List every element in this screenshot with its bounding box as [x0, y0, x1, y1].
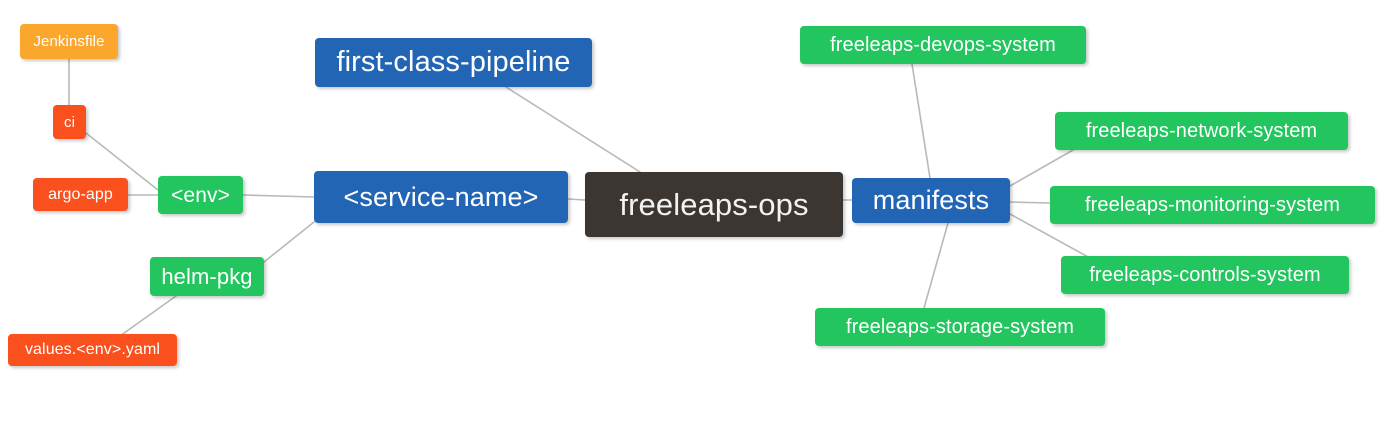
- node-label-argo-app: argo-app: [48, 185, 113, 203]
- node-label-env: <env>: [171, 183, 230, 207]
- edge-service-name-to-helm-pkg: [263, 221, 315, 263]
- node-ci[interactable]: ci: [53, 105, 86, 139]
- edge-service-name-to-freeleaps-ops: [567, 198, 586, 201]
- node-label-freeleaps-network-system: freeleaps-network-system: [1085, 120, 1318, 142]
- node-label-manifests: manifests: [872, 185, 990, 215]
- node-first-class-pipeline[interactable]: first-class-pipeline: [315, 38, 592, 87]
- node-label-helm-pkg: helm-pkg: [161, 263, 253, 289]
- node-label-freeleaps-storage-system: freeleaps-storage-system: [845, 316, 1075, 338]
- node-label-ci: ci: [63, 113, 76, 131]
- node-env[interactable]: <env>: [158, 176, 243, 214]
- edge-manifests-to-freeleaps-devops-system: [911, 63, 931, 179]
- edge-first-class-pipeline-to-freeleaps-ops: [505, 86, 641, 173]
- node-label-jenkinsfile: Jenkinsfile: [33, 33, 105, 50]
- edge-manifests-to-freeleaps-network-system: [1009, 149, 1074, 187]
- node-values-yaml[interactable]: values.<env>.yaml: [8, 334, 177, 366]
- node-label-values-yaml: values.<env>.yaml: [24, 341, 161, 358]
- edge-manifests-to-freeleaps-monitoring-system: [1009, 201, 1051, 204]
- node-manifests[interactable]: manifests: [852, 178, 1010, 223]
- node-freeleaps-controls-system[interactable]: freeleaps-controls-system: [1061, 256, 1349, 294]
- node-label-service-name: <service-name>: [343, 181, 539, 212]
- node-freeleaps-devops-system[interactable]: freeleaps-devops-system: [800, 26, 1086, 64]
- node-service-name[interactable]: <service-name>: [314, 171, 568, 223]
- node-freeleaps-ops[interactable]: freeleaps-ops: [585, 172, 843, 237]
- node-freeleaps-network-system[interactable]: freeleaps-network-system: [1055, 112, 1348, 150]
- node-jenkinsfile[interactable]: Jenkinsfile: [20, 24, 118, 59]
- node-helm-pkg[interactable]: helm-pkg: [150, 257, 264, 296]
- node-label-first-class-pipeline: first-class-pipeline: [336, 46, 571, 78]
- node-label-freeleaps-monitoring-system: freeleaps-monitoring-system: [1084, 194, 1340, 216]
- edge-manifests-to-freeleaps-controls-system: [1009, 213, 1091, 259]
- node-label-freeleaps-controls-system: freeleaps-controls-system: [1089, 264, 1321, 286]
- edge-manifests-to-freeleaps-storage-system: [923, 222, 949, 309]
- edge-helm-pkg-to-values-yaml: [119, 295, 177, 337]
- edge-ci-to-env: [85, 132, 159, 191]
- node-label-freeleaps-devops-system: freeleaps-devops-system: [830, 34, 1056, 56]
- node-freeleaps-storage-system[interactable]: freeleaps-storage-system: [815, 308, 1105, 346]
- edge-env-to-service-name: [242, 194, 315, 198]
- node-argo-app[interactable]: argo-app: [33, 178, 128, 211]
- node-label-freeleaps-ops: freeleaps-ops: [619, 187, 809, 222]
- node-freeleaps-monitoring-system[interactable]: freeleaps-monitoring-system: [1050, 186, 1375, 224]
